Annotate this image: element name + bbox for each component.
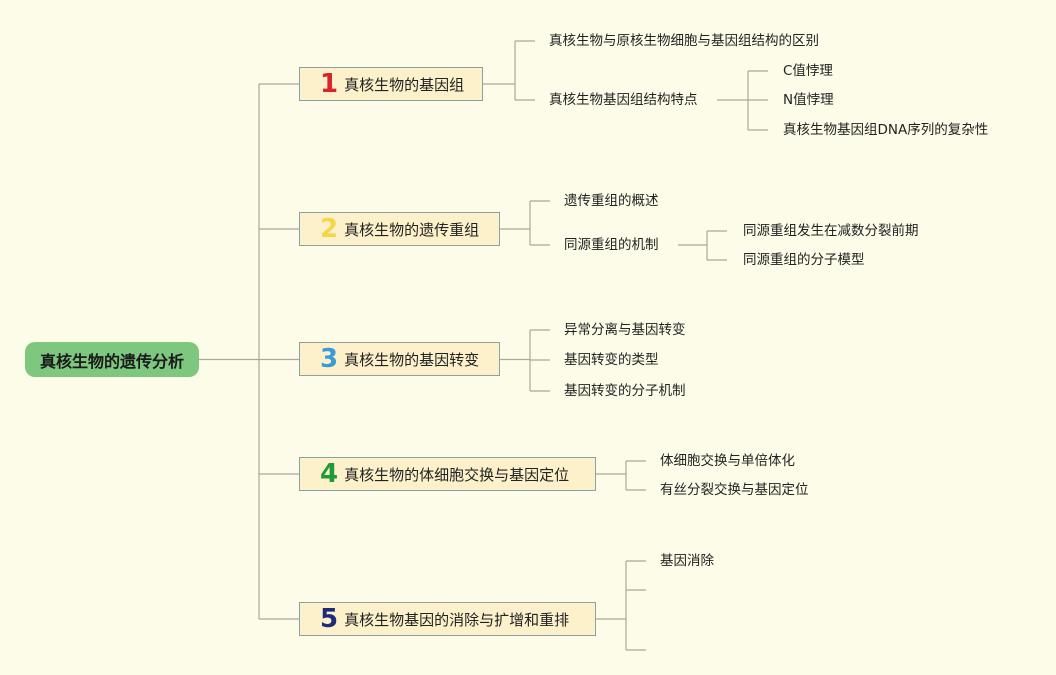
branch-node-2[interactable]: 2 真核生物的遗传重组	[299, 212, 500, 246]
connector-b3-children	[500, 329, 550, 392]
branch-label-5: 真核生物基因的消除与扩增和重排	[344, 610, 570, 629]
leaf-1-1[interactable]: 真核生物与原核生物细胞与基因组结构的区别	[549, 33, 819, 49]
leaf-3-3[interactable]: 基因转变的分子机制	[564, 383, 686, 399]
number-badge-2: 2	[320, 214, 339, 244]
branch-label-1: 真核生物的基因组	[344, 75, 465, 94]
branch-node-4[interactable]: 4 真核生物的体细胞交换与基因定位	[299, 457, 596, 491]
branch-node-5[interactable]: 5 真核生物基因的消除与扩增和重排	[299, 602, 596, 636]
number-badge-1: 1	[320, 69, 339, 99]
leaf-1-2-1[interactable]: C值悖理	[783, 63, 833, 79]
connector-b2-children	[500, 200, 550, 246]
leaf-2-1[interactable]: 遗传重组的概述	[564, 193, 659, 209]
leaf-1-2[interactable]: 真核生物基因组结构特点	[549, 92, 698, 108]
connector-b5-children	[596, 560, 646, 651]
root-node[interactable]: 真核生物的遗传分析	[25, 342, 199, 377]
leaf-4-1[interactable]: 体细胞交换与单倍体化	[660, 453, 795, 469]
leaf-1-2-2[interactable]: N值悖理	[783, 92, 834, 108]
branch-label-4: 真核生物的体细胞交换与基因定位	[344, 465, 570, 484]
branch-node-3[interactable]: 3 真核生物的基因转变	[299, 342, 500, 376]
leaf-2-2[interactable]: 同源重组的机制	[564, 237, 659, 253]
leaf-5-1[interactable]: 基因消除	[660, 553, 714, 569]
branch-label-3: 真核生物的基因转变	[344, 350, 480, 369]
number-badge-3: 3	[320, 344, 339, 374]
leaf-2-2-2[interactable]: 同源重组的分子模型	[743, 252, 865, 268]
leaf-3-2[interactable]: 基因转变的类型	[564, 352, 659, 368]
leaf-1-2-3[interactable]: 真核生物基因组DNA序列的复杂性	[783, 122, 989, 138]
leaf-2-2-1[interactable]: 同源重组发生在减数分裂前期	[743, 223, 919, 239]
connector-b4-children	[596, 460, 646, 491]
connector-b1-sub	[717, 70, 768, 131]
leaf-4-2[interactable]: 有丝分裂交换与基因定位	[660, 482, 809, 498]
branch-node-1[interactable]: 1 真核生物的基因组	[299, 67, 483, 101]
connector-b1-children	[483, 40, 535, 101]
root-label: 真核生物的遗传分析	[39, 351, 184, 371]
leaf-3-1[interactable]: 异常分离与基因转变	[564, 322, 686, 338]
branch-label-2: 真核生物的遗传重组	[344, 220, 480, 239]
connector-b2-sub	[678, 230, 727, 261]
number-badge-4: 4	[320, 459, 339, 489]
number-badge-5: 5	[320, 604, 339, 634]
